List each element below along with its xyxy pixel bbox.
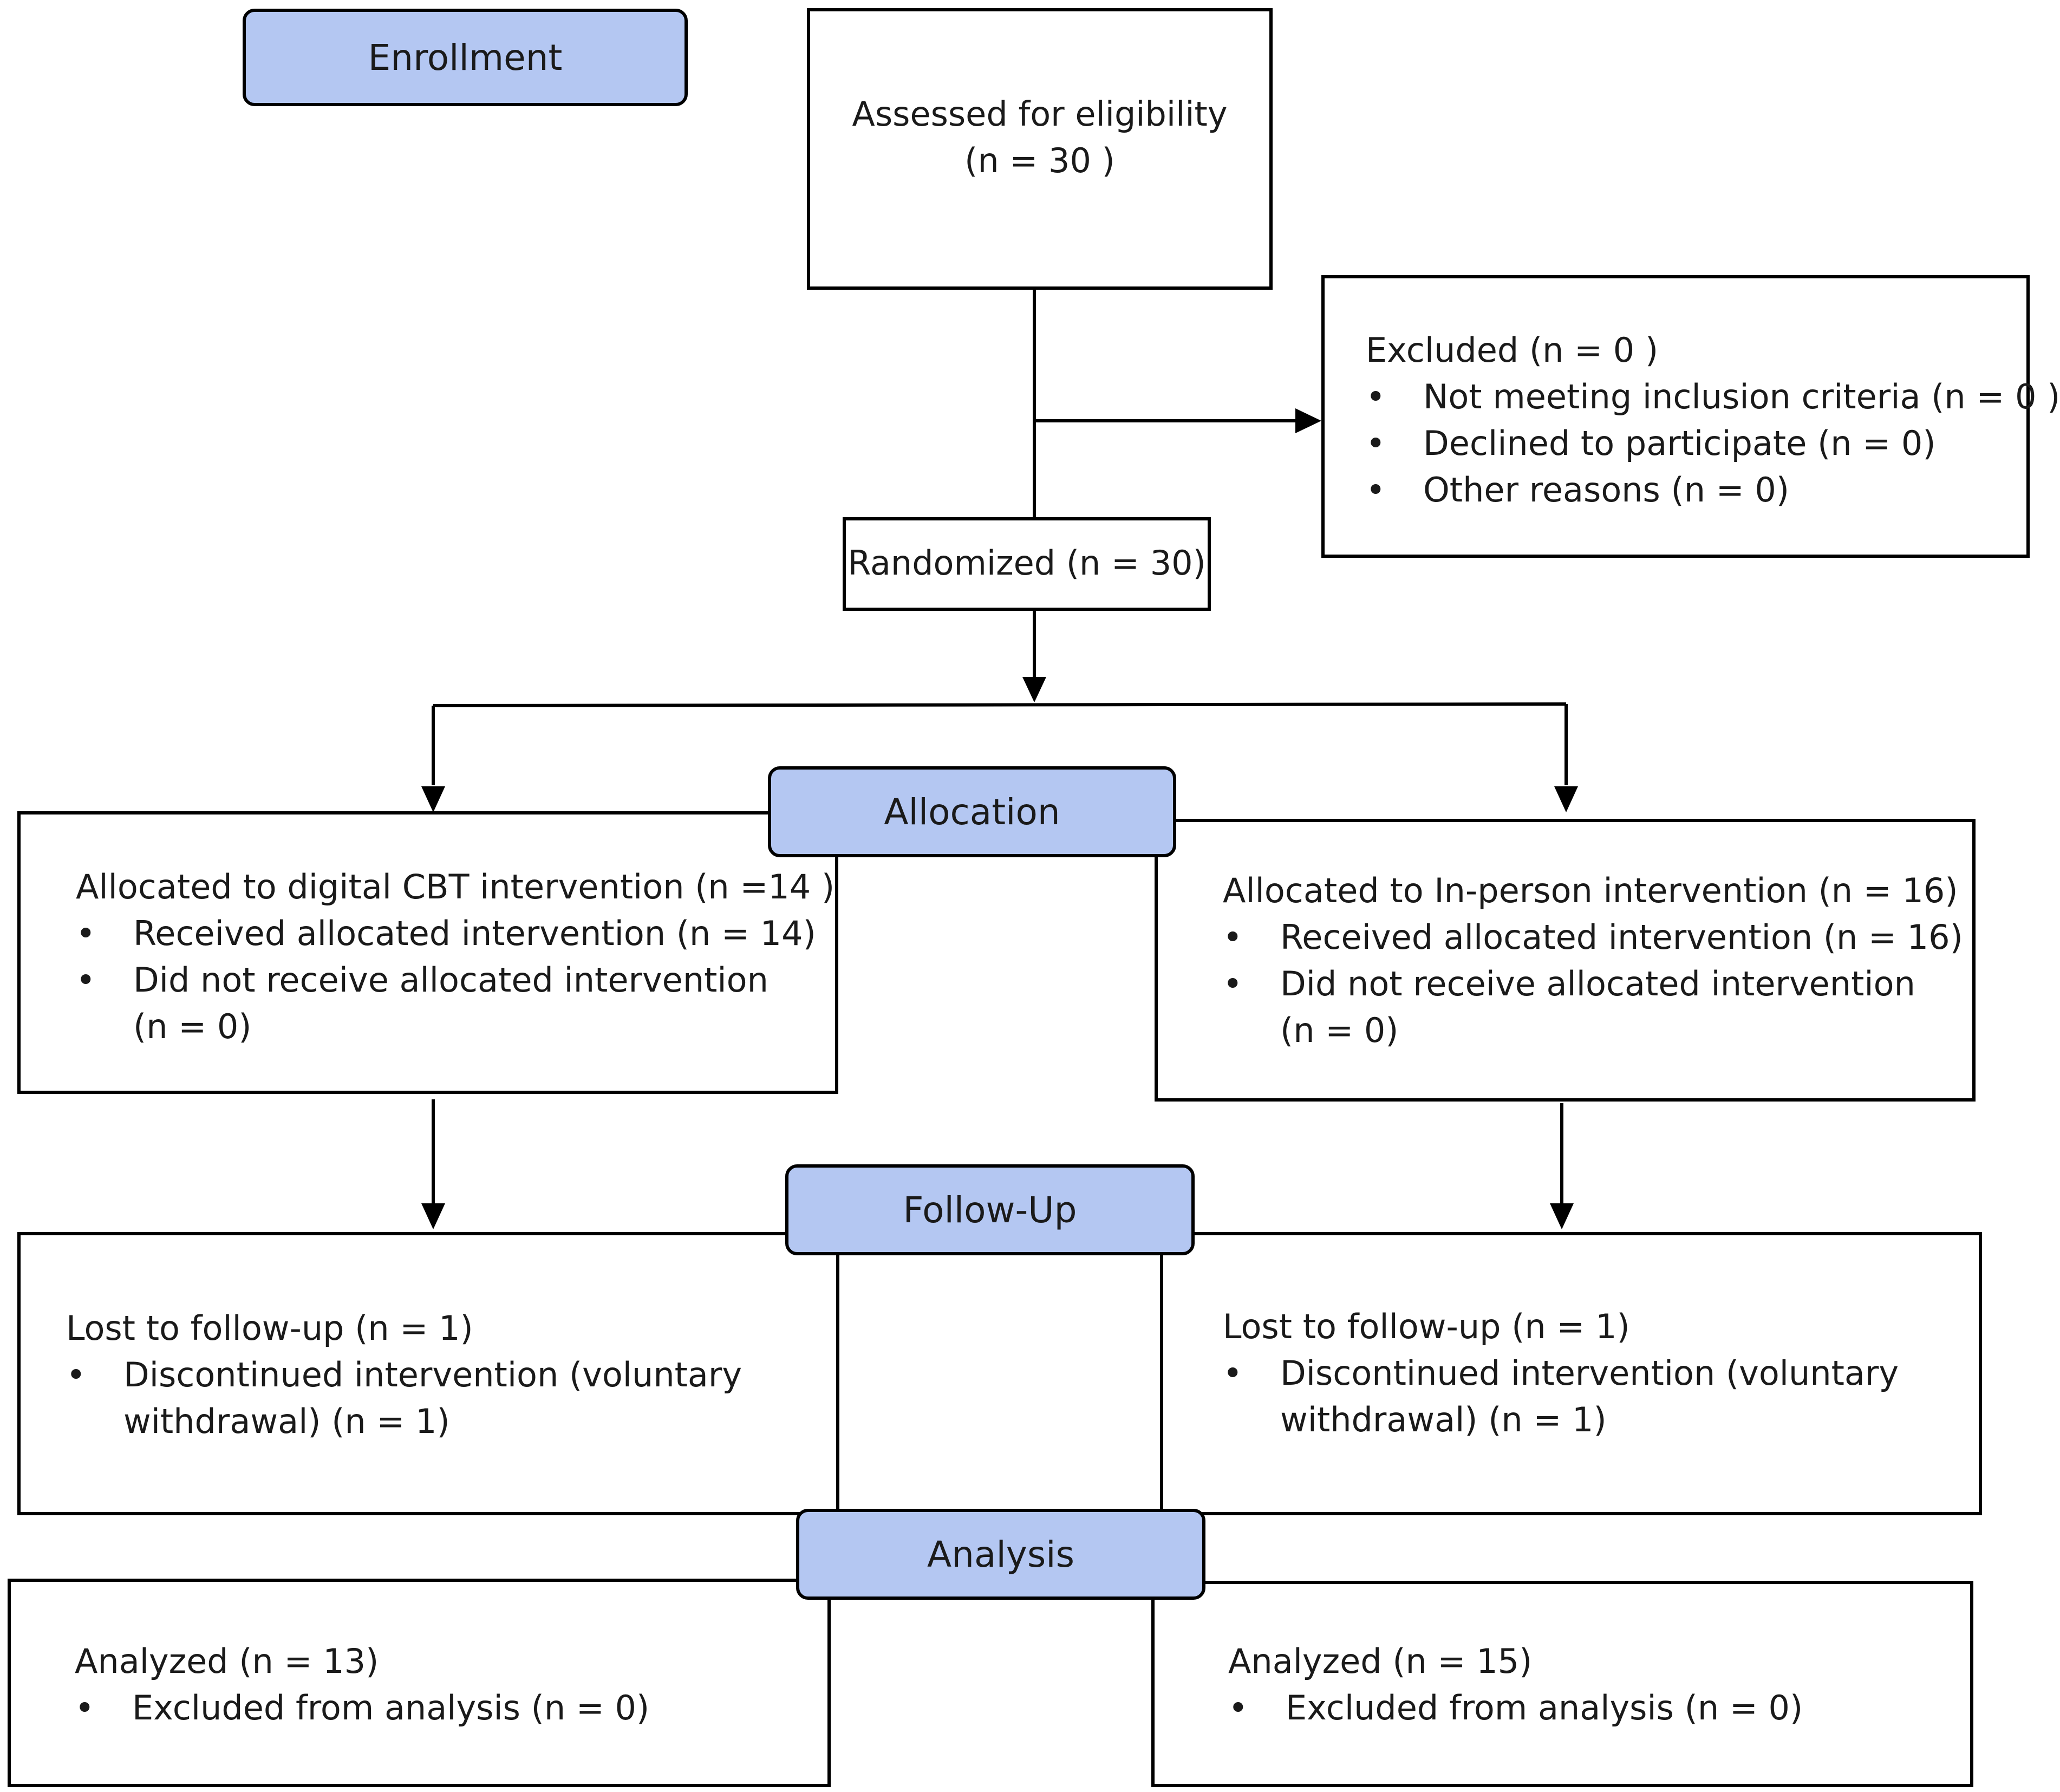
excluded-item: Not meeting inclusion criteria (n = 0 ) bbox=[1366, 374, 2060, 420]
allocation-left-list: Received allocated intervention (n = 14)… bbox=[76, 910, 835, 1003]
stage-follow-up-label: Follow-Up bbox=[903, 1189, 1077, 1231]
analysis-left-title: Analyzed (n = 13) bbox=[75, 1641, 379, 1681]
follow-up-right-title: Lost to follow-up (n = 1) bbox=[1223, 1307, 1630, 1346]
stage-enrollment-label: Enrollment bbox=[368, 36, 563, 79]
analysis-left-item: Excluded from analysis (n = 0) bbox=[75, 1685, 649, 1731]
allocation-left-item-cont: (n = 0) bbox=[133, 1007, 252, 1046]
follow-up-right-item-cont: withdrawal) (n = 1) bbox=[1280, 1400, 1607, 1439]
connector-split bbox=[433, 702, 1567, 707]
stage-analysis: Analysis bbox=[796, 1509, 1205, 1600]
allocation-right-item: Did not receive allocated intervention bbox=[1223, 961, 1963, 1007]
analysis-left-text: Analyzed (n = 13) Excluded from analysis… bbox=[75, 1638, 649, 1731]
excluded-item: Declined to participate (n = 0) bbox=[1366, 420, 2060, 467]
follow-up-left-title: Lost to follow-up (n = 1) bbox=[66, 1308, 473, 1348]
stage-allocation-label: Allocation bbox=[884, 791, 1060, 833]
follow-up-left-item: Discontinued intervention (voluntary bbox=[66, 1352, 742, 1398]
arrow-to-followup-right bbox=[1550, 1203, 1574, 1229]
analysis-right-item: Excluded from analysis (n = 0) bbox=[1228, 1685, 1803, 1731]
follow-up-left-item-cont: withdrawal) (n = 1) bbox=[123, 1402, 450, 1441]
arrow-randomized-split bbox=[1022, 677, 1046, 702]
stage-analysis-label: Analysis bbox=[927, 1533, 1074, 1575]
allocation-right-text: Allocated to In-person intervention (n =… bbox=[1223, 868, 1963, 1054]
assessed-box bbox=[807, 8, 1273, 290]
assessed-text: Assessed for eligibility (n = 30 ) bbox=[807, 91, 1273, 184]
randomized-box bbox=[843, 517, 1211, 611]
follow-up-left-text: Lost to follow-up (n = 1) Discontinued i… bbox=[66, 1305, 742, 1445]
assessed-count: (n = 30 ) bbox=[964, 141, 1115, 180]
follow-up-right-item: Discontinued intervention (voluntary bbox=[1223, 1350, 1899, 1397]
arrow-to-allocation-right bbox=[1554, 786, 1578, 812]
allocation-left-text: Allocated to digital CBT intervention (n… bbox=[76, 864, 835, 1050]
stage-follow-up: Follow-Up bbox=[785, 1164, 1195, 1255]
allocation-right-item: Received allocated intervention (n = 16) bbox=[1223, 914, 1963, 961]
analysis-right-box bbox=[1151, 1581, 1973, 1787]
analysis-right-text: Analyzed (n = 15) Excluded from analysis… bbox=[1228, 1638, 1803, 1731]
arrow-to-followup-left bbox=[421, 1203, 445, 1229]
excluded-list: Not meeting inclusion criteria (n = 0 ) … bbox=[1366, 374, 2060, 513]
follow-up-right-text: Lost to follow-up (n = 1) Discontinued i… bbox=[1223, 1304, 1899, 1443]
allocation-left-item: Received allocated intervention (n = 14) bbox=[76, 910, 835, 957]
excluded-text: Excluded (n = 0 ) Not meeting inclusion … bbox=[1366, 327, 2060, 513]
analysis-right-title: Analyzed (n = 15) bbox=[1228, 1641, 1533, 1681]
analysis-left-list: Excluded from analysis (n = 0) bbox=[75, 1685, 649, 1731]
analysis-left-box bbox=[8, 1579, 831, 1787]
arrow-to-excluded bbox=[1295, 408, 1321, 433]
excluded-title: Excluded (n = 0 ) bbox=[1366, 330, 1659, 370]
follow-up-left-list: Discontinued intervention (voluntary bbox=[66, 1352, 742, 1398]
assessed-title: Assessed for eligibility bbox=[852, 94, 1228, 134]
stage-enrollment: Enrollment bbox=[243, 9, 688, 106]
allocation-left-item: Did not receive allocated intervention bbox=[76, 957, 835, 1003]
arrow-to-allocation-left bbox=[421, 786, 445, 812]
allocation-left-title: Allocated to digital CBT intervention (n… bbox=[76, 867, 835, 907]
analysis-right-list: Excluded from analysis (n = 0) bbox=[1228, 1685, 1803, 1731]
allocation-right-title: Allocated to In-person intervention (n =… bbox=[1223, 871, 1958, 910]
allocation-right-list: Received allocated intervention (n = 16)… bbox=[1223, 914, 1963, 1007]
follow-up-right-list: Discontinued intervention (voluntary bbox=[1223, 1350, 1899, 1397]
stage-allocation: Allocation bbox=[768, 766, 1176, 857]
randomized-text: Randomized (n = 30) bbox=[848, 543, 1206, 583]
allocation-right-item-cont: (n = 0) bbox=[1280, 1011, 1399, 1050]
excluded-item: Other reasons (n = 0) bbox=[1366, 467, 2060, 513]
